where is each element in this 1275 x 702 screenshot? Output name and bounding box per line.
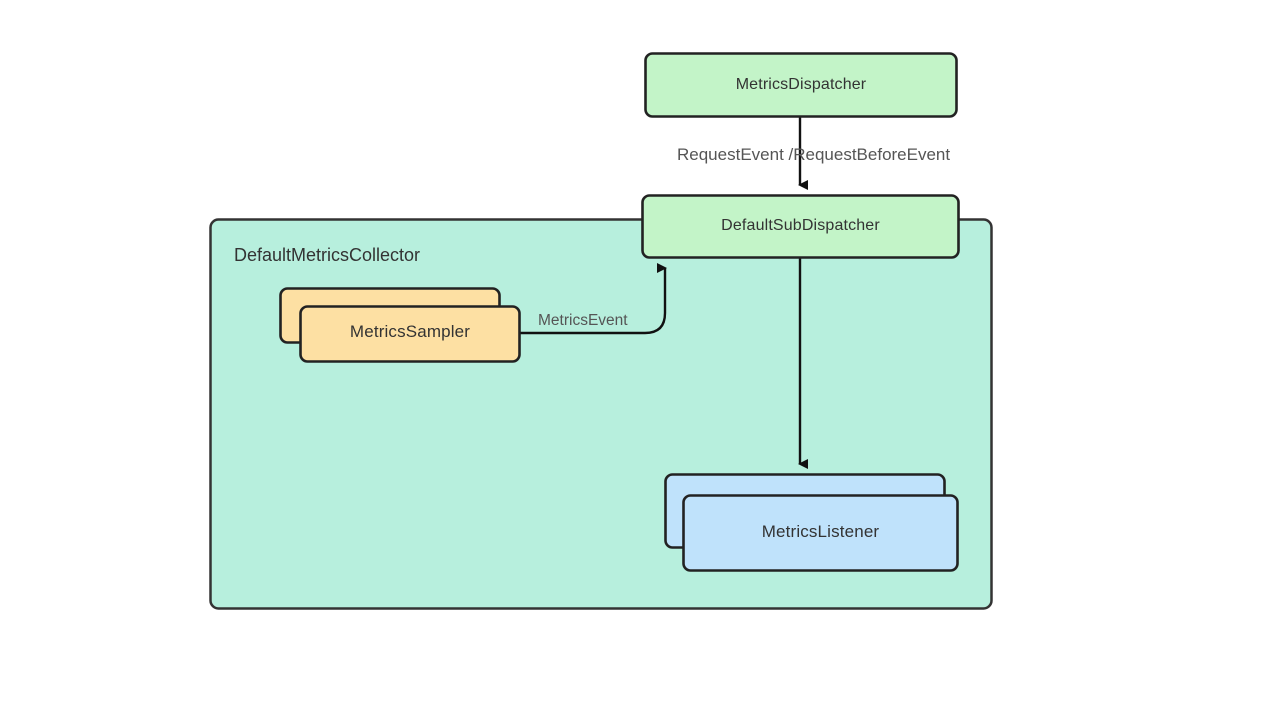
node-metrics-dispatcher[interactable]	[644, 52, 958, 118]
node-metrics-listener[interactable]	[682, 494, 959, 572]
cluster-label-default-metrics-collector: DefaultMetricsCollector	[234, 245, 421, 265]
edge-label-metrics-event: MetricsEvent	[538, 312, 628, 329]
node-metrics-sampler[interactable]	[299, 305, 521, 363]
edge-sampler-to-subdispatcher	[520, 263, 667, 335]
edge-label-request-event: RequestEvent /RequestBeforeEvent	[677, 145, 951, 164]
node-default-sub-dispatcher[interactable]	[641, 194, 960, 259]
